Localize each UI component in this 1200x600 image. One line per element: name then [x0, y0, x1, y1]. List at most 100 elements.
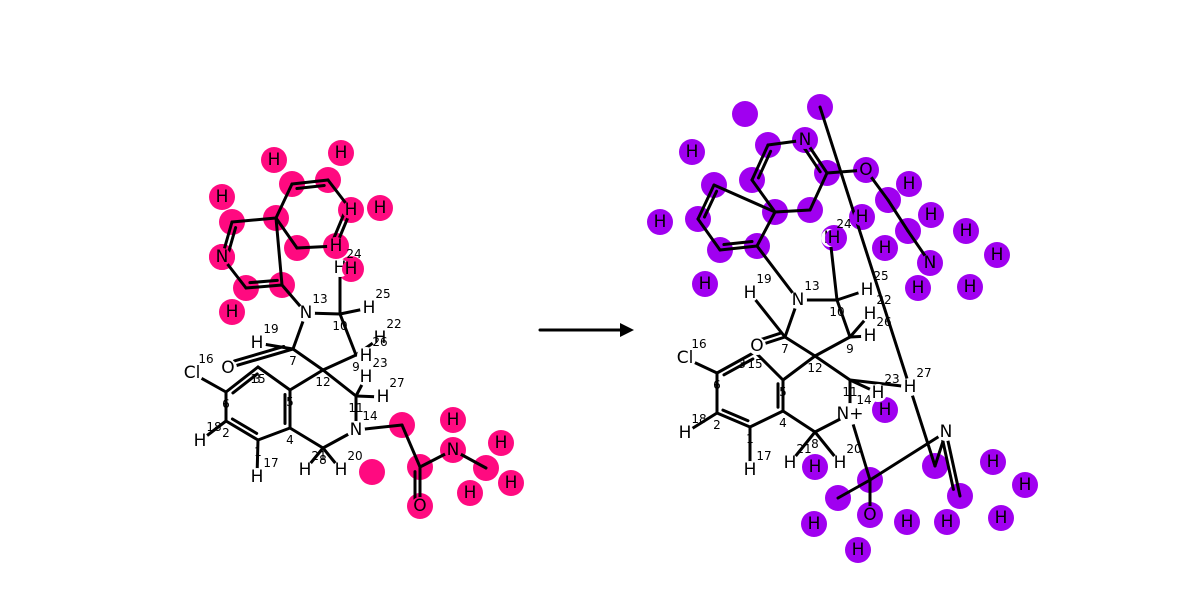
atom-symbol: H: [374, 198, 387, 218]
atom-index: 8: [811, 437, 819, 451]
bond: [753, 350, 785, 382]
atom-index: 18: [206, 420, 221, 434]
bond: [868, 430, 948, 482]
atom-index: 25: [375, 287, 390, 301]
bond: [702, 189, 719, 219]
atom-symbol: H: [872, 383, 885, 403]
atom-index: 12: [315, 375, 330, 389]
atom-index: 7: [781, 342, 789, 356]
atom-index: 23: [884, 372, 899, 386]
atom-highlight: [732, 101, 758, 127]
atom-index: 14: [856, 393, 871, 407]
atom-index: 3: [253, 372, 261, 386]
atom-label-bg: [444, 411, 462, 429]
atom-symbol: H: [809, 457, 822, 477]
atom-symbol: H: [495, 433, 508, 453]
atom-label-bg: [861, 327, 879, 345]
atom-symbol: H: [335, 143, 348, 163]
bond: [813, 335, 852, 358]
bond: [748, 291, 787, 339]
atom-symbol: H: [360, 346, 373, 366]
bond: [848, 378, 912, 389]
atom-label-bg: [839, 403, 861, 425]
bond: [400, 423, 422, 469]
atom-label-bg: [357, 368, 375, 386]
bond: [338, 312, 358, 357]
bond: [232, 344, 286, 363]
bond: [274, 216, 284, 287]
label-layer: 123456789101112N13N1415Cl16H17H18H19H20H…: [181, 130, 1034, 560]
atom-symbol: H: [374, 328, 387, 348]
atom-index: 19: [756, 272, 771, 286]
atom-label-bg: [781, 454, 799, 472]
atom-label-bg: [876, 401, 894, 419]
bond: [750, 143, 770, 182]
atom-label-bg: [825, 229, 843, 247]
bond: [331, 210, 347, 242]
atom-label-bg: [411, 497, 429, 515]
bond: [274, 216, 299, 250]
atom-symbol: H: [964, 277, 977, 297]
atom-label-bg: [992, 509, 1010, 527]
atom-symbol: H: [864, 304, 877, 324]
atom-index: 6: [222, 397, 230, 411]
bond: [230, 417, 259, 435]
atom-index: 6: [713, 378, 721, 392]
atom-symbol: N: [940, 422, 953, 442]
bond: [230, 216, 278, 224]
atom-label-bg: [806, 458, 824, 476]
atom-index: 11: [842, 385, 857, 399]
bond: [748, 409, 785, 429]
atom-index: 9: [846, 342, 854, 356]
bond: [224, 365, 260, 394]
bond: [773, 208, 812, 214]
bond: [256, 365, 292, 392]
bond: [715, 350, 757, 375]
bond: [836, 478, 872, 500]
atom-symbol: O: [750, 336, 763, 356]
atom-index: 21: [796, 442, 811, 456]
atom-index: 17: [263, 456, 278, 470]
atom-symbol: H: [861, 280, 874, 300]
atom-symbol: H: [464, 483, 477, 503]
atom-symbol: H: [1019, 475, 1032, 495]
atom-index: 3: [738, 357, 746, 371]
atom-label-bg: [988, 246, 1006, 264]
atom-index: 25: [873, 269, 888, 283]
atom-label-bg: [213, 248, 231, 266]
bond: [941, 439, 955, 491]
atom-label-bg: [492, 434, 510, 452]
atom-symbol: N: [799, 130, 812, 150]
atom-index: 12: [807, 361, 822, 375]
bond: [756, 149, 773, 180]
atom-index: 27: [916, 366, 931, 380]
atom-index: 10: [332, 319, 347, 333]
bond: [274, 182, 294, 220]
bond: [835, 298, 852, 339]
atom-symbol: H: [251, 333, 264, 353]
atom-label-bg: [371, 199, 389, 217]
atom-symbol: H: [879, 400, 892, 420]
atom-label-bg: [327, 237, 345, 255]
atom-index: 13: [312, 292, 327, 306]
atom-label-bg: [849, 541, 867, 559]
atom-highlight: [359, 459, 385, 485]
bond: [248, 278, 279, 285]
atom-symbol: H: [912, 278, 925, 298]
atom-label-bg: [957, 222, 975, 240]
bond: [801, 145, 822, 174]
bond: [696, 217, 722, 252]
atom-index: 27: [389, 376, 404, 390]
atom-label-bg: [332, 144, 350, 162]
atom-label-bg: [984, 453, 1002, 471]
atom-symbol: H: [299, 460, 312, 480]
atom-label-bg: [248, 334, 266, 352]
bond: [944, 430, 962, 498]
bond: [781, 409, 817, 434]
atom-symbol: N+: [837, 404, 864, 424]
atom-label-bg: [674, 347, 696, 369]
atom-symbol: Cl: [184, 363, 201, 383]
atom-label-bg: [898, 513, 916, 531]
atom-symbol: H: [903, 174, 916, 194]
atom-symbol: N: [216, 247, 229, 267]
